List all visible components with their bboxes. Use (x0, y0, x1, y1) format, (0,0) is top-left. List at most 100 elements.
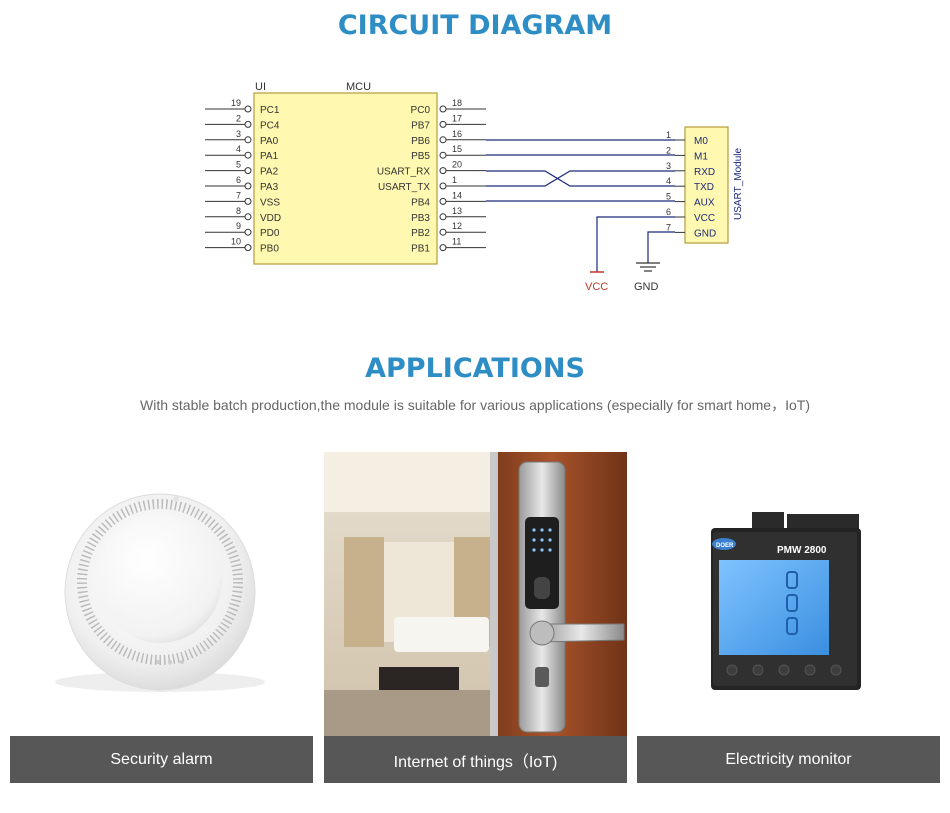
right-pin-dot (439, 197, 447, 205)
fingerprint-sensor (534, 577, 550, 599)
floor (324, 690, 494, 736)
left-pin-dot (244, 105, 252, 113)
card-caption-electricity-monitor: Electricity monitor (637, 736, 940, 783)
detector-button-3 (180, 660, 184, 664)
application-card-electricity-monitor: DOER PMW 2800 Electricity monitor (637, 452, 940, 783)
brand-badge (712, 538, 736, 550)
module-pin-number: 6 (666, 207, 671, 217)
vcc-label: VCC (585, 281, 608, 293)
door-frame-edge (490, 452, 498, 736)
right-pin-number: 15 (452, 144, 462, 154)
right-pin-dot (439, 167, 447, 175)
detector-vents (77, 499, 243, 665)
left-pin-number: 19 (231, 98, 241, 108)
right-pin-dot (439, 228, 447, 236)
left-pin-name: PA0 (260, 136, 279, 147)
applications-title: APPLICATIONS (365, 353, 585, 384)
left-pin-name: PA2 (260, 167, 279, 178)
left-pin-dot (244, 182, 252, 190)
left-pin-number: 3 (236, 129, 241, 139)
curtain-left (344, 537, 384, 647)
left-pin-number: 9 (236, 221, 241, 231)
left-pin-name: PA3 (260, 182, 279, 193)
left-pin-number: 7 (236, 190, 241, 200)
left-pin-number: 6 (236, 175, 241, 185)
module-pin-name: RXD (694, 167, 715, 178)
left-pin-number: 8 (236, 206, 241, 216)
right-pin-dot (439, 213, 447, 221)
keypad-digits (532, 528, 552, 552)
right-pin-number: 12 (452, 221, 462, 231)
right-pin-name: PB6 (411, 136, 430, 147)
left-pin-dot (244, 167, 252, 175)
right-pin-name: PB1 (411, 244, 430, 255)
right-pin-name: USART_TX (378, 182, 430, 193)
power-meter-illustration: DOER PMW 2800 (711, 512, 861, 690)
model-label: PMW 2800 (777, 545, 827, 556)
module-pin-number: 7 (666, 222, 671, 232)
detector-cap (98, 515, 222, 643)
right-pin-name: PB3 (411, 213, 430, 224)
smoke-detector-illustration (55, 493, 265, 692)
right-pin-number: 18 (452, 98, 462, 108)
power-meter-image: DOER PMW 2800 (637, 452, 940, 736)
left-pin-number: 4 (236, 144, 241, 154)
left-pin-name: PC4 (260, 120, 280, 131)
detector-button-1 (156, 660, 160, 664)
left-pin-name: PD0 (260, 228, 280, 239)
left-pin-dot (244, 197, 252, 205)
sofa (394, 617, 489, 652)
wire-vcc (596, 216, 675, 272)
gnd-label: GND (634, 281, 659, 293)
module-pin-name: M0 (694, 136, 708, 147)
right-pin-name: PB7 (411, 120, 430, 131)
vcc-symbol: VCC (585, 271, 608, 293)
wire-tx-rxd (486, 170, 675, 187)
module-name: USART_Module (733, 147, 744, 220)
left-pin-name: PC1 (260, 105, 280, 116)
module-pin-number: 2 (666, 145, 671, 155)
wire-rx-txd (486, 170, 675, 187)
right-pin-number: 13 (452, 206, 462, 216)
right-pin-number: 11 (452, 237, 461, 247)
circuit-diagram-title: CIRCUIT DIAGRAM (337, 10, 613, 41)
left-pin-dot (244, 136, 252, 144)
detector-led (173, 496, 179, 502)
module-pin-name: TXD (694, 182, 714, 193)
module-pin-number: 5 (666, 192, 671, 202)
ceiling (324, 452, 494, 512)
left-pin-name: PB0 (260, 244, 279, 255)
coffee-table (379, 667, 459, 692)
module-pin-number: 3 (666, 161, 671, 171)
right-pin-dot (439, 182, 447, 190)
key-cylinder (535, 667, 549, 687)
right-pin-number: 14 (452, 190, 462, 200)
circuit-diagram: UI MCU 19PC12PC43PA04PA15PA26PA37VSS8VDD… (205, 81, 744, 293)
left-pin-dot (244, 120, 252, 128)
right-pin-number: 16 (452, 129, 462, 139)
mcu-right-pins: 18PC017PB716PB615PB520USART_RX1USART_TX1… (377, 98, 486, 255)
left-pin-name: VDD (260, 213, 281, 224)
mcu-left-pins: 19PC12PC43PA04PA15PA26PA37VSS8VDD9PD010P… (205, 98, 281, 255)
handle-rosette (529, 620, 555, 646)
left-pin-number: 10 (231, 237, 241, 247)
smart-lock-illustration (324, 452, 627, 736)
right-pin-number: 1 (452, 175, 457, 185)
right-pin-name: PB2 (411, 228, 430, 239)
module-pin-number: 4 (666, 176, 671, 186)
right-pin-dot (439, 136, 447, 144)
brand-label: DOER (716, 543, 734, 549)
meter-lcd (719, 560, 829, 655)
module-pin-name: M1 (694, 151, 708, 162)
right-pin-number: 20 (452, 160, 462, 170)
application-card-security-alarm: Security alarm (10, 452, 313, 783)
left-pin-number: 2 (236, 113, 241, 123)
right-pin-number: 17 (452, 113, 462, 123)
right-pin-name: USART_RX (377, 167, 430, 178)
card-caption-security-alarm: Security alarm (10, 736, 313, 783)
right-pin-name: PB4 (411, 197, 430, 208)
module-pin-number: 1 (666, 130, 671, 140)
right-pin-dot (439, 105, 447, 113)
mcu-name: MCU (346, 81, 371, 93)
right-pin-dot (439, 244, 447, 252)
